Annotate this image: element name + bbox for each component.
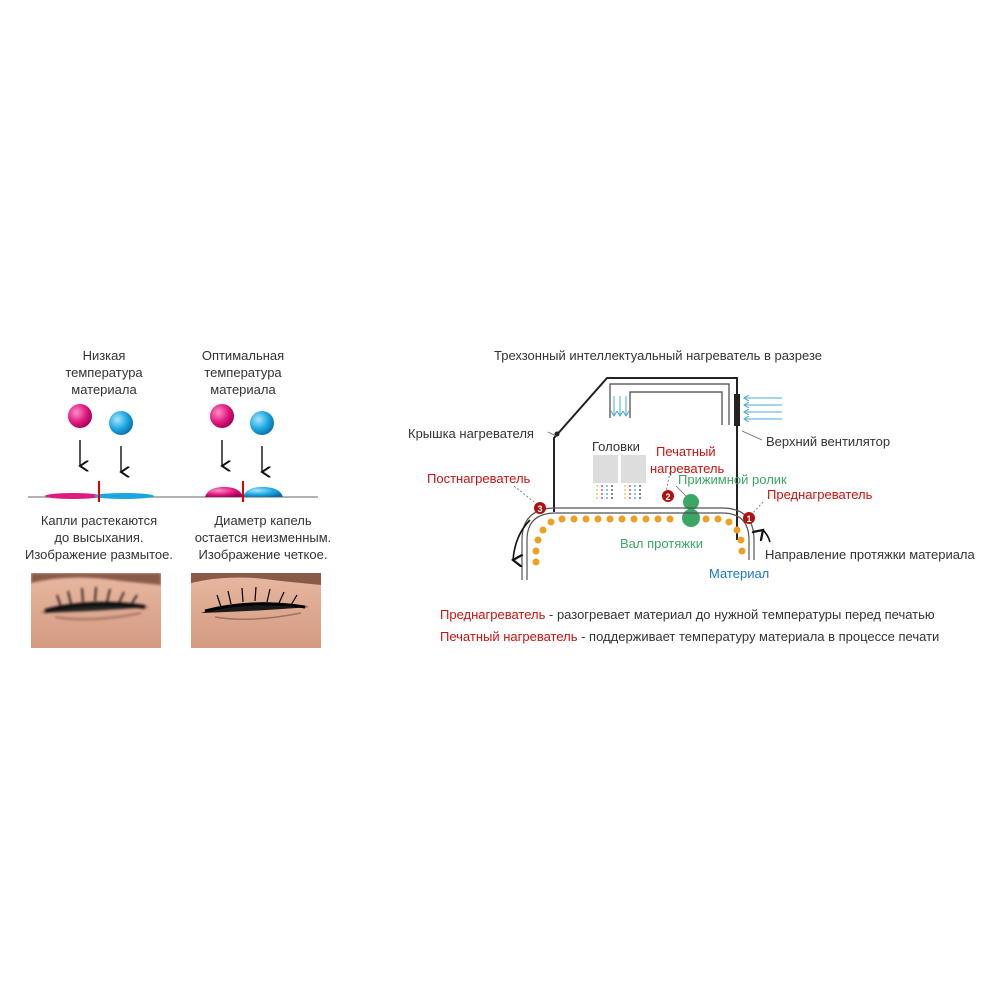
marker-3-icon bbox=[534, 502, 546, 514]
sharp-eye-photo bbox=[191, 573, 321, 648]
label-post-heater: Постнагреватель bbox=[427, 471, 531, 486]
marker-1-label: 1 bbox=[746, 514, 751, 524]
material-path-inner bbox=[526, 512, 750, 580]
compact-cyan-drop bbox=[243, 487, 283, 497]
blurry-eye-photo bbox=[31, 573, 161, 648]
feed-direction-arrow-icon bbox=[763, 530, 771, 543]
label-pinch-roller: Прижимной ролик bbox=[678, 472, 787, 487]
pinch-roller-icon bbox=[683, 494, 699, 510]
cover-hinge bbox=[554, 431, 560, 437]
print-heater-leader bbox=[675, 485, 687, 497]
feed-roller-icon bbox=[682, 509, 700, 527]
marker-2-leader bbox=[665, 471, 671, 493]
compact-magenta-drop bbox=[205, 487, 243, 497]
label-material: Материал bbox=[709, 566, 770, 581]
low-temp-title: Низкая температура материала bbox=[65, 348, 143, 397]
magenta-drop-icon bbox=[68, 404, 92, 428]
feed-direction-arrow-icon bbox=[513, 519, 531, 560]
optimal-temp-title: Оптимальная температура материала bbox=[201, 348, 285, 397]
label-heater-cover: Крышка нагревателя bbox=[408, 426, 534, 441]
cyan-drop-icon bbox=[250, 411, 274, 435]
note-pre-heater: Преднагреватель - разогревает материал д… bbox=[440, 607, 935, 622]
print-head-right bbox=[621, 455, 646, 483]
label-feed-direction: Направление протяжки материала bbox=[765, 547, 975, 562]
marker-1-icon bbox=[743, 512, 755, 524]
magenta-drop-icon bbox=[210, 404, 234, 428]
label-print-heater: Печатный нагреватель bbox=[650, 444, 725, 476]
diagram-title: Трехзонный интеллектуальный нагреватель … bbox=[494, 348, 822, 363]
air-duct bbox=[609, 383, 730, 425]
label-pre-heater: Преднагреватель bbox=[767, 487, 873, 502]
spread-magenta-drop bbox=[45, 493, 101, 499]
marker-2-label: 2 bbox=[665, 492, 670, 502]
pre-heater-leader bbox=[751, 501, 764, 515]
top-fan-leader bbox=[741, 430, 763, 441]
print-head-left bbox=[593, 455, 618, 483]
post-heater-leader bbox=[513, 485, 535, 503]
label-feed-roller: Вал протяжки bbox=[620, 536, 703, 551]
air-duct-inner bbox=[629, 391, 723, 425]
ink-jets bbox=[596, 485, 641, 500]
heater-cover-leader bbox=[547, 431, 557, 437]
heater-elements bbox=[532, 515, 746, 566]
label-heads: Головки bbox=[592, 439, 640, 454]
label-top-fan: Верхний вентилятор bbox=[766, 434, 891, 449]
spread-cyan-drop bbox=[94, 493, 154, 499]
marker-3-label: 3 bbox=[537, 504, 542, 514]
cyan-drop-icon bbox=[109, 411, 133, 435]
top-fan-icon bbox=[734, 394, 740, 426]
optimal-temp-caption: Диаметр капель остается неизменным. Изоб… bbox=[194, 513, 332, 562]
low-temp-caption: Капли растекаются до высыхания. Изображе… bbox=[25, 513, 173, 562]
note-print-heater: Печатный нагреватель - поддерживает темп… bbox=[440, 629, 940, 644]
marker-2-icon bbox=[662, 490, 674, 502]
